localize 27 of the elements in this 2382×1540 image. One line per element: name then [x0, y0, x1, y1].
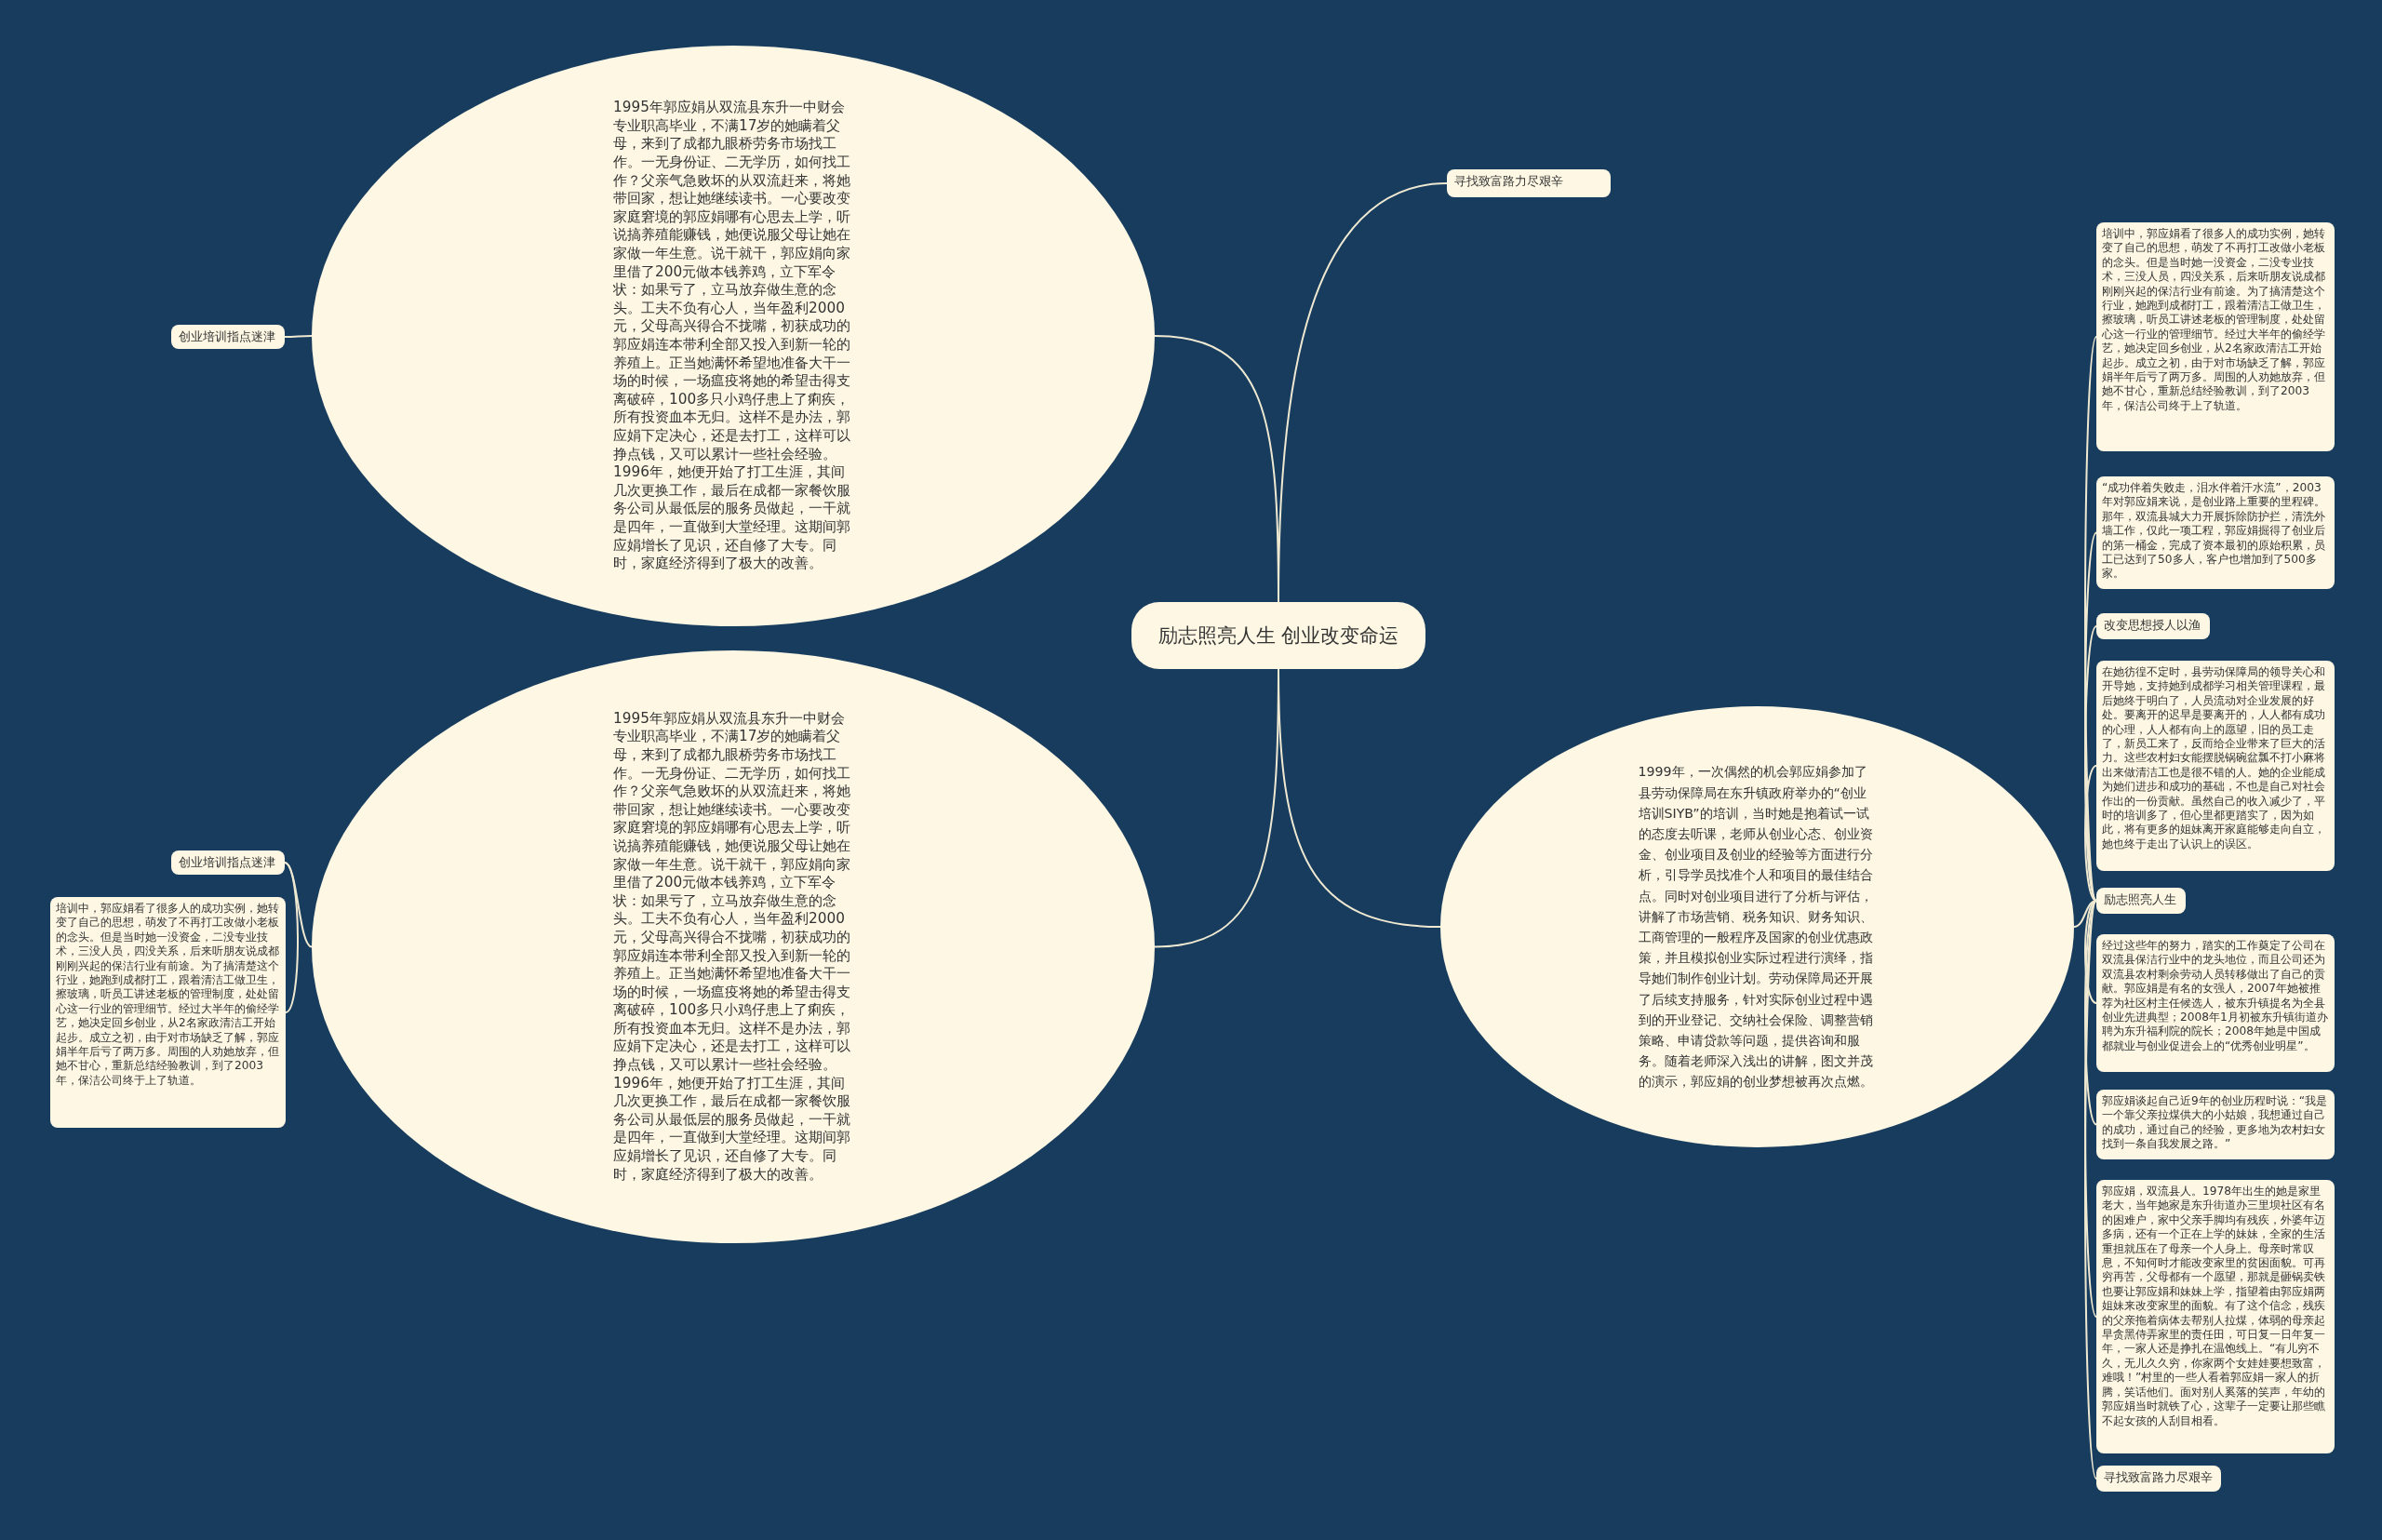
connector-line: [2084, 900, 2097, 1126]
topic-label: 改变思想授人以渔: [2096, 613, 2210, 639]
topic-label: 励志照亮人生: [2096, 888, 2186, 914]
topic-label: 创业培训指点迷津: [171, 325, 285, 349]
connector-line: [1154, 335, 1279, 603]
paragraph-text: 1995年郭应娟从双流县东升一中财会专业职高毕业，不满17岁的她瞒着父母，来到了成都九眼桥劳务市场找工作。一无身份证、二无学历，如何找工作？父亲气急败坏的从双流赶来，将她带回家，想让她继续读书。一心要改变家庭窘境的郭应娟哪有心思去上学，听说搞养殖能赚钱，她便说服父母让她在家做一年生意。说干就干，郭应娟向家里借了200元做本钱养鸡，立下军令状：如果亏了，立马放弃做生意的念头。工夫不负有心人，当年盈利2000元，父母高兴得合不拢嘴，初获成功的郭应娟连本带利全部又投入到新一轮的养殖上。正当她满怀希望地准备大干一场的时候，一场瘟疫将她的希望击得支离破碎，100多只小鸡仔患上了痢疾，所有投资血本无归。这样不是办法，郭应娟下定决心，还是去打工，这样可以挣点钱，又可以累计一些社会经验。1996年，她便开始了打工生涯，其间几次更换工作，最后在成都一家餐饮服务公司从最低层的服务员做起，一干就是四年，一直做到大堂经理。这期间郭应娟增长了见识，还自修了大专。同时，家庭经济得到了极大的改善。: [613, 99, 851, 573]
text-card: 经过这些年的努力，踏实的工作奠定了公司在双流县保洁行业中的龙头地位，而且公司还为双流县农村剩余劳动人员转移做出了自己的贡献。郭应娟是有名的女强人，2007年她被推荐为社区村主任候选人，被东升镇提名为全县创业先进典型；2008年1月初被东升镇街道办聘为东升福利院的院长；2008年她是中国成都就业与创业促进会上的“优秀创业明星”。: [2096, 934, 2335, 1072]
central-topic: 励志照亮人生 创业改变命运: [1131, 602, 1425, 669]
topic-label: 寻找致富路力尽艰辛: [2096, 1466, 2221, 1492]
text-card: 培训中，郭应娟看了很多人的成功实例，她转变了自己的思想，萌发了不再打工改做小老板的念头。但是当时她一没资金，二没专业技术，三没人员，四没关系，后来听朋友说成都刚刚兴起的保洁行业有前途。为了搞清楚这个行业，她跑到成都打工，跟着清洁工做卫生，擦玻璃，听员工讲述老板的管理制度，处处留心这一行业的管理细节。经过大半年的偷经学艺，她决定回乡创业，从2名家政清洁工开始起步。成立之初，由于对市场缺乏了解，郭应娟半年后亏了两万多。周围的人劝她放弃，但她不甘心，重新总结经验教训，到了2003年，保洁公司终于上了轨道。: [50, 897, 286, 1128]
connector-line: [2084, 765, 2097, 902]
connector-line: [2084, 900, 2097, 1480]
connector-line: [284, 335, 313, 338]
text-card: 在她彷徨不定时，县劳动保障局的领导关心和开导她，支持她到成都学习相关管理课程，最后她终于明白了，人员流动对企业发展的好处。要离开的迟早是要离开的，人人都有成功的心理，人人都有向上的愿望，旧的员工走了，新员工来了，反而给企业带来了巨大的活力。这些农村妇女能摆脱锅碗盆瓢不打小麻将出来做清洁工也是很不错的人。她的企业能成为她们进步和成功的基础，不也是自己对社会作出的一份贡献。虽然自己的收入减少了，平时的培训多了，但心里都更踏实了，因为如此，将有更多的姐妹离开家庭能够走向自立，她也终于走出了认识上的误区。: [2096, 661, 2335, 871]
connector-line: [284, 862, 299, 1013]
paragraph-text: 1999年，一次偶然的机会郭应娟参加了县劳动保障局在东升镇政府举办的“创业培训SIYB”的培训，当时她是抱着试一试的态度去听课，老师从创业心态、创业资金、创业项目及创业的经验等方面进行分析，引导学员找准个人和项目的最佳结合点。同时对创业项目进行了分析与评估，讲解了市场营销、税务知识、财务知识、工商管理的一般程序及国家的创业优惠政策，并且模拟创业实际过程进行演绎，指导她们制作创业计划。劳动保障局还开展了后续支持服务，针对实际创业过程中遇到的开业登记、交纳社会保险、调整营销策略、申请贷款等问题，提供咨询和服务。随着老师深入浅出的讲解，图文并茂的演示，郭应娟的创业梦想被再次点燃。: [1638, 763, 1874, 1091]
text-card: 培训中，郭应娟看了很多人的成功实例，她转变了自己的思想，萌发了不再打工改做小老板的念头。但是当时她一没资金，二没专业技术，三没人员，四没关系，后来听朋友说成都刚刚兴起的保洁行业有前途。为了搞清楚这个行业，她跑到成都打工，跟着清洁工做卫生，擦玻璃，听员工讲述老板的管理制度，处处留心这一行业的管理细节。经过大半年的偷经学艺，她决定回乡创业，从2名家政清洁工开始起步。成立之初，由于对市场缺乏了解，郭应娟半年后亏了两万多。周围的人劝她放弃，但她不甘心，重新总结经验教训，到了2003年，保洁公司终于上了轨道。: [2096, 222, 2335, 451]
text-card: 郭应娟，双流县人。1978年出生的她是家里老大，当年她家是东升街道办三里坝社区有名的困难户，家中父亲手脚均有残疾，外婆年迈多病，还有一个正在上学的妹妹，全家的生活重担就压在了母亲一个人身上。母亲时常叹息，不知何时才能改变家里的贫困面貌。可再穷再苦，父母都有一个愿望，那就是砸锅卖铁也要让郭应娟和妹妹上学，指望着由郭应娟两姐妹来改变家里的面貌。有了这个信念，残疾的父亲拖着病体去帮别人拉煤，体弱的母亲起早贪黑侍弄家里的责任田，可日复一日年复一年，一家人还是挣扎在温饱线上。“有儿穷不久，无儿久久穷，你家两个女娃娃要想致富，难哦！”村里的一些人看着郭应娟一家人的折腾，笑话他们。面对别人奚落的笑声，年幼的郭应娟当时就铁了心，这辈子一定要让那些瞧不起女孩的人刮目相看。: [2096, 1180, 2335, 1453]
connector-line: [284, 862, 313, 948]
paragraph-text: 1995年郭应娟从双流县东升一中财会专业职高毕业，不满17岁的她瞒着父母，来到了成都九眼桥劳务市场找工作。一无身份证、二无学历，如何找工作？父亲气急败坏的从双流赶来，将她带回家，想让她继续读书。一心要改变家庭窘境的郭应娟哪有心思去上学，听说搞养殖能赚钱，她便说服父母让她在家做一年生意。说干就干，郭应娟向家里借了200元做本钱养鸡，立下军令状：如果亏了，立马放弃做生意的念头。工夫不负有心人，当年盈利2000元，父母高兴得合不拢嘴，初获成功的郭应娟连本带利全部又投入到新一轮的养殖上。正当她满怀希望地准备大干一场的时候，一场瘟疫将她的希望击得支离破碎，100多只小鸡仔患上了痢疾，所有投资血本无归。这样不是办法，郭应娟下定决心，还是去打工，这样可以挣点钱，又可以累计一些社会经验。1996年，她便开始了打工生涯，其间几次更换工作，最后在成都一家餐饮服务公司从最低层的服务员做起，一干就是四年，一直做到大堂经理。这期间郭应娟增长了见识，还自修了大专。同时，家庭经济得到了极大的改善。: [613, 709, 851, 1185]
text-card: 郭应娟谈起自己近9年的创业历程时说：“我是一个靠父亲拉煤供大的小姑娘，我想通过自己的成功，通过自己的经验，更多地为农村妇女找到一条自我发展之路。”: [2096, 1090, 2335, 1159]
connector-line: [2084, 531, 2097, 902]
text-card: “成功伴着失败走，泪水伴着汗水流”，2003年对郭应娟来说，是创业路上重要的里程碑。那年，双流县城大力开展拆除防护拦，清洗外墙工作，仅此一项工程，郭应娟掘得了创业后的第一桶金，完成了资本最初的原始积累，员工已达到了50多人，客户也增加到了500多家。: [2096, 476, 2335, 589]
connector-line: [2084, 900, 2097, 1004]
connector-line: [2084, 900, 2097, 1318]
topic-label: 创业培训指点迷津: [171, 850, 285, 875]
topic-label: 寻找致富路力尽艰辛: [1447, 169, 1611, 197]
